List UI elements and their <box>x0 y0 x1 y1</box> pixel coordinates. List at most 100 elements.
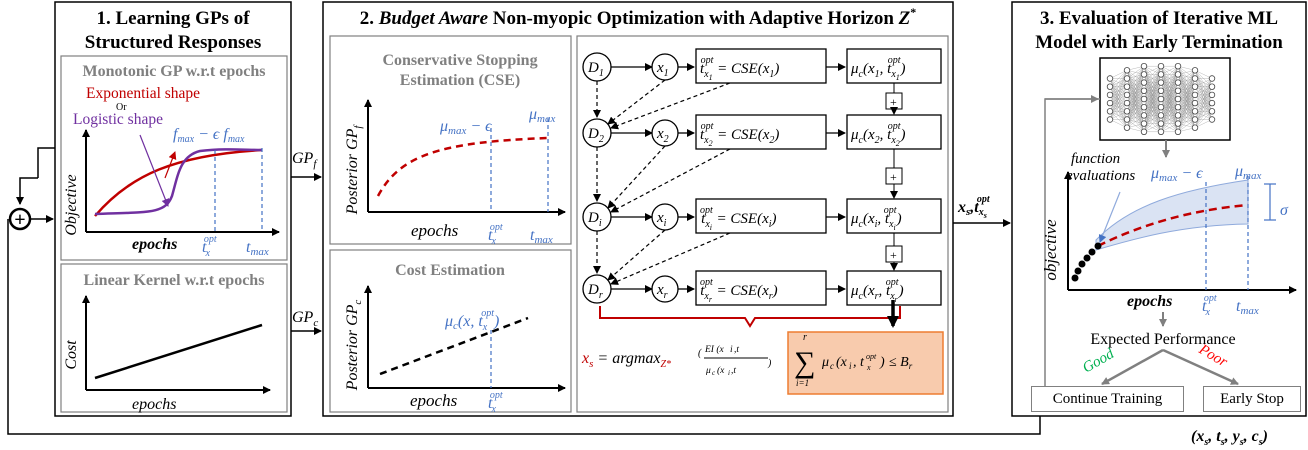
formula-text: xs = argmaxZ* <box>581 350 671 370</box>
panel-evaluation: 3. Evaluation of Iterative ML Model with… <box>1011 1 1307 417</box>
panel2-title: 2. Budget Aware Non-myopic Optimization … <box>360 5 917 29</box>
cse-topt-label: txopt <box>488 222 503 247</box>
uncertainty-band <box>1095 179 1249 251</box>
svg-text:x2: x2 <box>656 126 669 145</box>
linear-title: Linear Kernel w.r.t epochs <box>84 272 265 289</box>
eval-tmax-label: tmax <box>1236 298 1259 317</box>
svg-text:opt: opt <box>866 352 877 361</box>
svg-text:μ: μ <box>821 355 829 370</box>
svg-text:i=1: i=1 <box>796 378 809 388</box>
svg-text:(: ( <box>698 348 702 359</box>
svg-text:x: x <box>866 363 871 372</box>
linear-ylabel: Cost <box>63 340 80 370</box>
svg-text:,t: ,t <box>731 366 736 376</box>
early-stop-button[interactable]: Early Stop <box>1203 386 1301 412</box>
gpf-label: GPf <box>292 150 318 170</box>
panel3-title-line1: 3. Evaluation of Iterative ML <box>1040 8 1278 29</box>
cse-mu-label: μmax <box>528 106 555 125</box>
mu-box-node <box>846 48 942 84</box>
exponential-label: Exponential shape <box>86 85 200 102</box>
selection-formula: xs = argmaxZ* ( EI (x i ,t μ c (x i ,t )… <box>581 331 944 395</box>
eval-mu-label: μmax <box>1234 163 1261 182</box>
mono-ylabel: Objective <box>63 174 80 235</box>
cse-ylabel: Posterior GPf <box>344 124 364 216</box>
svg-text:i: i <box>730 345 733 355</box>
svg-text:xr: xr <box>656 282 668 301</box>
svg-text:μc(x1, tx1opt): μc(x1, tx1opt) <box>850 55 906 82</box>
eval-chart: objective epochs σ function evaluations … <box>1041 151 1297 318</box>
eval-mean-curve <box>1097 203 1249 248</box>
svg-text:Di: Di <box>587 210 602 229</box>
svg-text:μc(x2, tx2opt): μc(x2, tx2opt) <box>850 121 906 148</box>
formula-ei: EI (x <box>704 344 725 355</box>
svg-text:tx2opt = CSE(x2): tx2opt = CSE(x2) <box>700 117 779 148</box>
svg-text:txiopt = CSE(xi): txiopt = CSE(xi) <box>700 201 777 232</box>
panel-learning-gps: 1. Learning GPs of Structured Responses … <box>54 1 292 417</box>
cse-box-node <box>695 270 827 306</box>
mono-tmax-label: tmax <box>246 239 269 258</box>
svg-text:+: + <box>890 170 897 184</box>
cost-xlabel: epochs <box>410 391 458 410</box>
sigma-label: σ <box>1280 202 1289 219</box>
svg-text:xi: xi <box>656 210 667 229</box>
svg-text:c: c <box>712 369 716 377</box>
svg-text:+: + <box>890 248 897 262</box>
fe-label2: evaluations <box>1066 168 1135 184</box>
cse-title2: Estimation (CSE) <box>400 72 520 89</box>
linear-kernel-box: Linear Kernel w.r.t epochs Cost epochs <box>60 263 288 413</box>
linear-cost-line <box>94 323 263 380</box>
cost-posterior-line <box>379 316 529 376</box>
gp-arrows: GPf GPc <box>291 150 322 335</box>
mu-box-node <box>846 114 942 150</box>
svg-text:r: r <box>803 332 807 343</box>
svg-text:∑: ∑ <box>794 346 815 379</box>
svg-text:μc(xi, txiopt): μc(xi, txiopt) <box>850 205 902 232</box>
cse-box-node <box>695 114 827 150</box>
svg-text:i: i <box>728 369 730 377</box>
cse-tmax-label: tmax <box>530 227 553 246</box>
mu-box-node <box>846 270 942 306</box>
linear-xlabel: epochs <box>132 396 176 413</box>
observations <box>1071 242 1102 282</box>
cse-box-node <box>695 198 827 234</box>
exponential-curve <box>94 148 263 217</box>
mu-box-node <box>846 198 942 234</box>
svg-text:x1: x1 <box>656 60 669 79</box>
cse-xlabel: epochs <box>411 221 459 240</box>
rollout-row: Di xi txiopt = CSE(xi) μc(xi, txiopt) + <box>582 198 942 285</box>
svg-text:Dr: Dr <box>587 282 603 301</box>
panel1-title-line1: 1. Learning GPs of <box>96 8 250 29</box>
cse-box-node <box>695 48 827 84</box>
xs-arrow: xs,txsopt <box>953 194 1011 227</box>
cse-mu-eps-label: μmax − ϵ <box>439 118 492 137</box>
continue-training-button[interactable]: Continue Training <box>1031 386 1184 412</box>
rollout-row: Dr xr txropt = CSE(xr) μc(xr, txropt) <box>582 270 942 306</box>
cost-ylabel: Posterior GPc <box>344 300 364 392</box>
monotonic-gp-box: Monotonic GP w.r.t epochs Exponential sh… <box>60 55 288 261</box>
svg-text:c: c <box>830 361 834 371</box>
monotonic-title: Monotonic GP w.r.t epochs <box>83 63 266 80</box>
svg-text:(x: (x <box>836 355 848 370</box>
svg-text:txropt = CSE(xr): txropt = CSE(xr) <box>700 273 778 304</box>
logistic-label: Logistic shape <box>73 111 163 128</box>
svg-text:μc(xr, txropt): μc(xr, txropt) <box>850 277 904 304</box>
svg-text:≤ Br: ≤ Br <box>889 355 913 371</box>
fe-label1: function <box>1071 151 1120 167</box>
mono-topt-label: txopt <box>202 234 217 259</box>
cost-topt-label: txopt <box>488 390 503 415</box>
cost-mu-label: μc(x, txopt) <box>444 308 499 333</box>
gpc-label: GPc <box>292 309 318 329</box>
svg-text:): ) <box>767 358 772 369</box>
logistic-curve <box>94 148 263 216</box>
svg-text:+: + <box>14 209 25 231</box>
output-tuple-label: (xs, ts, ys, cs) <box>1191 428 1268 449</box>
red-brace <box>599 306 901 328</box>
svg-text:, t: , t <box>853 355 865 370</box>
cost-estimation-box: Cost Estimation Posterior GPc epochs μc(… <box>329 249 572 415</box>
xs-label: xs,txsopt <box>957 194 991 220</box>
cse-box: Conservative Stopping Estimation (CSE) P… <box>329 35 572 247</box>
mono-xlabel: epochs <box>132 236 177 253</box>
